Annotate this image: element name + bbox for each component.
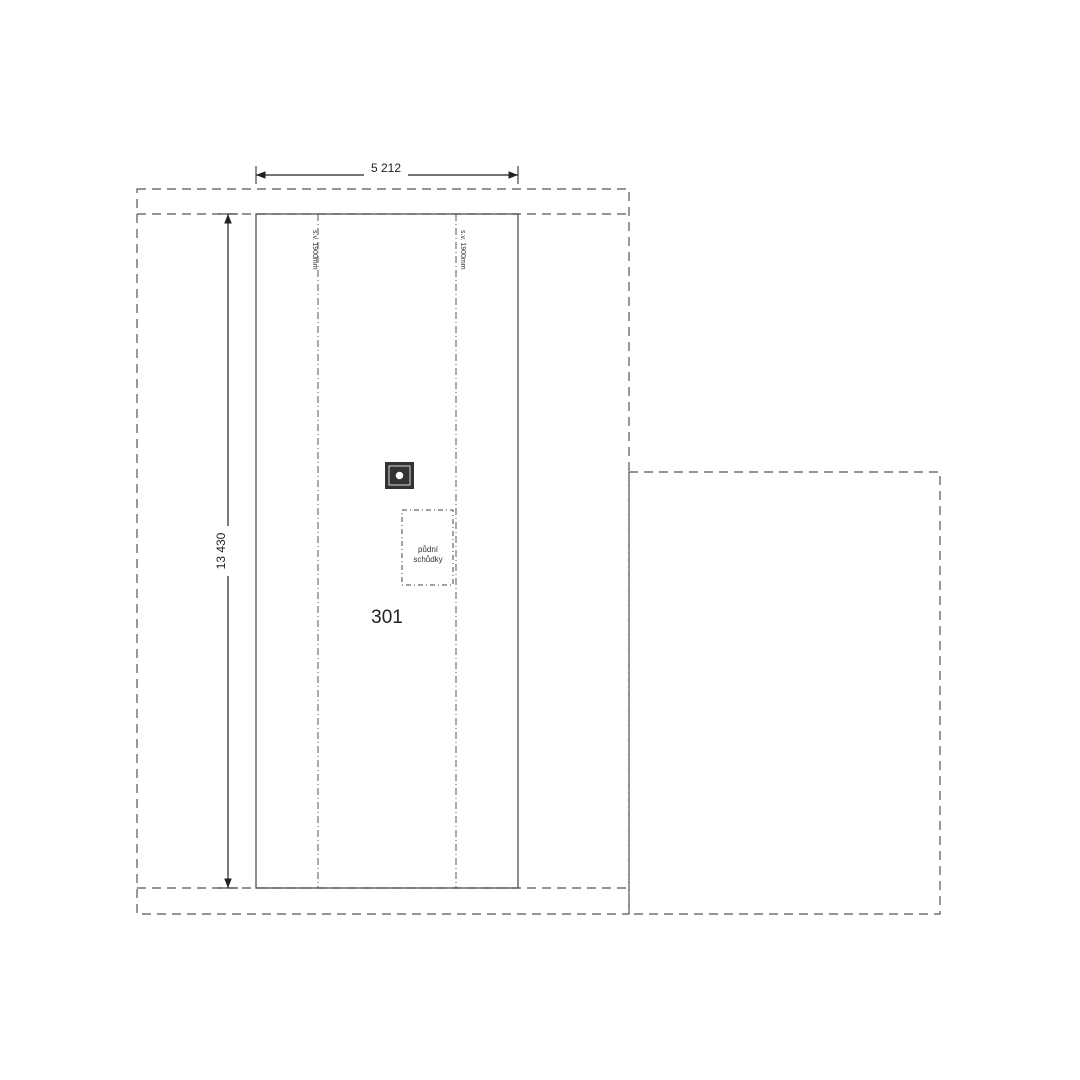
height-dimension-text-bg: [212, 526, 230, 576]
room-number: 301: [371, 607, 403, 628]
width-dimension-text-bg: [364, 160, 408, 178]
clear-height-label-left: s.v. 1900mm: [311, 230, 318, 270]
attic-stairs-hatch: [401, 509, 454, 586]
clear-height-label-right: s.v. 1900mm: [459, 230, 466, 270]
height-dimension-text: 13 430: [214, 532, 228, 569]
attic-stairs-label-line1: půdní: [418, 545, 439, 554]
outer-dashed-boundary: [136, 188, 630, 915]
chimney-marker-circle: [394, 470, 405, 481]
attic-stairs-label-line2: schůdky: [413, 555, 442, 564]
room-outline: [255, 213, 519, 889]
adjacent-dashed-area: [628, 471, 941, 915]
width-dimension-text: 5 212: [371, 161, 401, 175]
chimney-marker-inner: [388, 465, 411, 486]
